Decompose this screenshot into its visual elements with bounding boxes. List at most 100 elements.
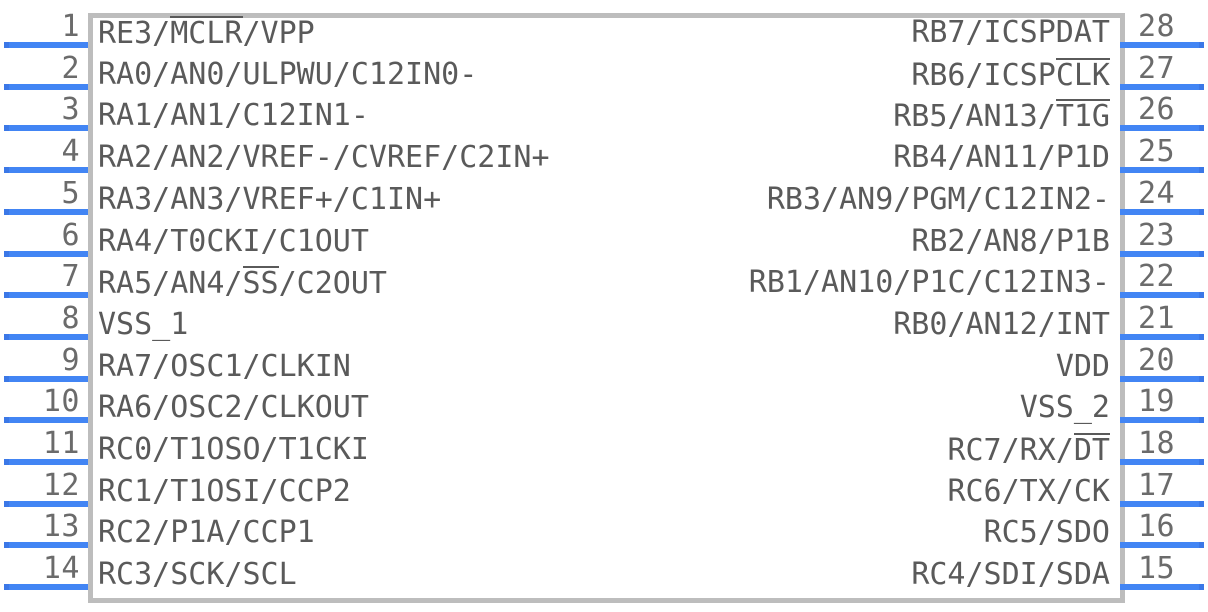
pin-lead-6[interactable] [4,250,88,257]
pin-lead-10[interactable] [4,417,88,424]
pin-number-2: 2 [61,50,80,86]
pin-number-16: 16 [1138,509,1176,545]
pin-lead-5[interactable] [4,208,88,215]
pin-lead-3[interactable] [4,125,88,132]
pin-lead-1[interactable] [4,42,88,48]
pin-lead-cap [4,292,9,299]
pin-lead-14[interactable] [4,584,88,591]
pin-lead-11[interactable] [4,459,88,465]
pin-label-text: RB5/AN13/ [893,99,1056,135]
pin-label-14: RC3/SCK/SCL [98,558,297,592]
pin-label-8: VSS_1 [98,307,188,342]
pin-number-5: 5 [61,175,80,211]
pin-lead-cap [1199,500,1204,507]
pin-label-text: RA5/AN4/ [98,266,243,302]
pin-number-10: 10 [42,384,80,420]
pin-label-21: RB0/AN12/INT [893,306,1110,342]
pin-lead-17[interactable] [1120,500,1204,507]
pin-lead-13[interactable] [4,542,88,549]
pin-lead-12[interactable] [4,500,88,507]
pin-lead-4[interactable] [4,167,88,174]
pin-label-22: RB1/AN10/P1C/C12IN3- [749,266,1110,300]
pin-lead-9[interactable] [4,375,88,382]
pin-label-active-low: MCLR [170,16,243,51]
pin-lead-cap [1199,542,1204,549]
pin-row[interactable]: 10 RA6/OSC2/CLKOUT [0,384,1208,430]
pin-lead-cap [4,208,9,215]
pin-number-3: 3 [61,92,80,128]
pin-lead-27[interactable] [1120,83,1204,90]
pin-lead-26[interactable] [1120,125,1204,132]
pin-label-text: RB4/AN11/P1D [893,140,1110,176]
pin-number-24: 24 [1138,175,1176,211]
pin-lead-cap [4,333,9,340]
pin-label-23: RB2/AN8/P1B [911,224,1110,259]
pin-label-text: RB0/AN12/INT [893,306,1110,342]
chip-body-outline [88,13,1125,603]
pin-lead-19[interactable] [1120,417,1204,424]
pin-label-text: RA1/AN1/C12IN1- [98,98,369,134]
pin-number-11: 11 [42,426,80,461]
pin-lead-22[interactable] [1120,292,1204,299]
pin-number-17: 17 [1138,467,1176,503]
pin-lead-cap [1199,375,1204,382]
pin-row[interactable]: 14 RC3/SCK/SCL [0,551,1208,597]
pin-lead-cap [1199,292,1204,299]
pin-row[interactable]: 3 RA1/AN1/C12IN1- [0,92,1208,138]
pin-label-text: RB6/ICSP [911,57,1056,93]
pin-lead-21[interactable] [1120,333,1204,340]
pin-lead-15[interactable] [1120,584,1204,591]
pin-lead-cap [1199,250,1204,257]
pin-label-text: RB7/ICSPDAT [911,15,1110,50]
pin-label-text: RB1/AN10/P1C/C12IN3- [748,265,1110,301]
pin-lead-23[interactable] [1120,250,1204,257]
pin-row[interactable]: 22 RB1/AN10/P1C/C12IN3- [0,259,1208,305]
pin-label-text: RC2/P1A/CCP1 [98,515,315,551]
pin-number-22: 22 [1138,259,1176,295]
pin-label-27: RB6/ICSPCLK [911,57,1110,93]
pin-number-7: 7 [61,259,80,295]
pin-lead-8[interactable] [4,333,88,340]
pin-lead-2[interactable] [4,83,88,90]
pin-lead-25[interactable] [1120,167,1204,174]
pin-lead-7[interactable] [4,292,88,299]
pin-lead-20[interactable] [1120,375,1204,382]
pin-lead-cap [1199,42,1204,48]
pin-lead-16[interactable] [1120,542,1204,549]
pin-row[interactable]: 16 RC5/SDO [0,509,1208,555]
pin-number-26: 26 [1138,92,1176,128]
pin-lead-24[interactable] [1120,208,1204,215]
pin-number-18: 18 [1138,426,1176,461]
pin-lead-28[interactable] [1120,42,1204,48]
pin-lead-cap [4,167,9,174]
pin-number-14: 14 [42,551,80,587]
pin-lead-cap [4,375,9,382]
pin-lead-18[interactable] [1120,459,1204,465]
pin-label-text: RA6/OSC2/CLKOUT [98,390,369,426]
pin-label-text: RC5/SDO [983,515,1110,551]
pin-label-28: RB7/ICSPDAT [911,16,1110,50]
